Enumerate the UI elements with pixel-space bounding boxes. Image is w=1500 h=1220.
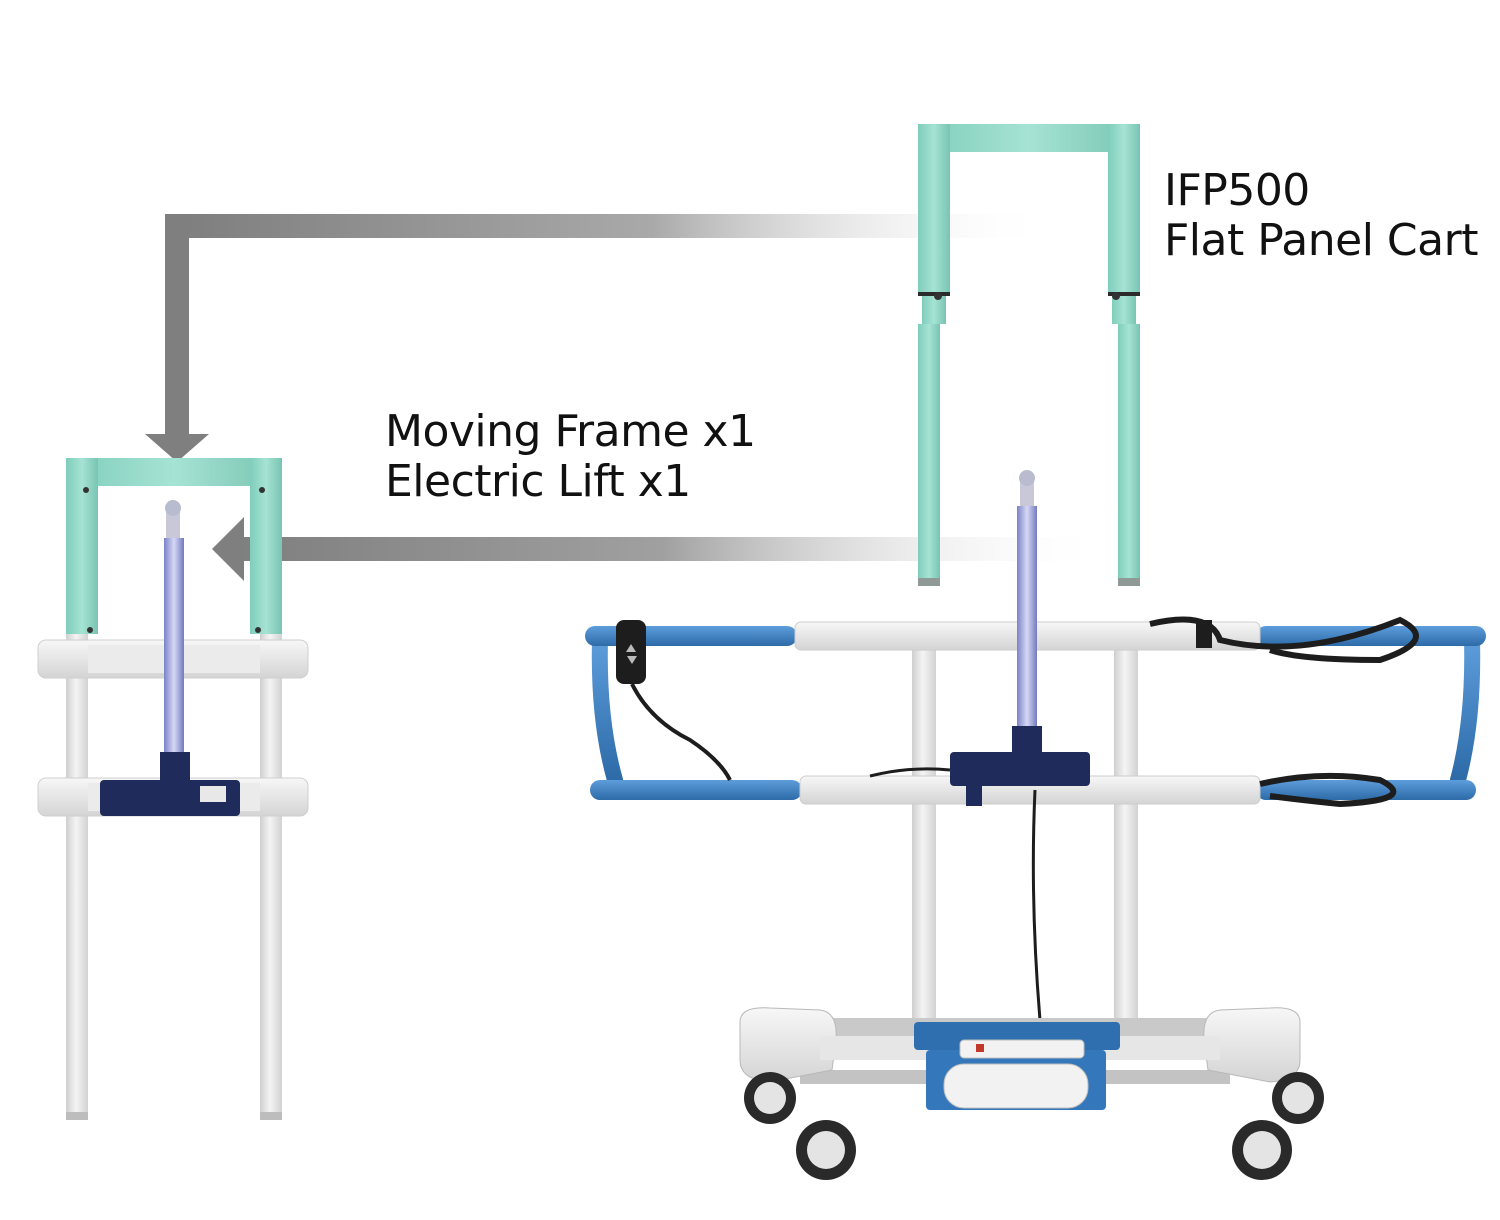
kit-item-electric-lift: Electric Lift x1 <box>385 456 691 507</box>
arrow-left-icon <box>212 517 244 581</box>
product-label: IFP500 Flat Panel Cart <box>1164 166 1478 266</box>
kit-item-moving-frame: Moving Frame x1 <box>385 406 756 457</box>
arrow-down-icon <box>145 434 209 462</box>
arrow-top-connector <box>145 214 1050 462</box>
kit-contents-label: Moving Frame x1 Electric Lift x1 <box>385 407 756 507</box>
flat-panel-cart <box>585 124 1486 1180</box>
product-model: IFP500 <box>1164 165 1310 216</box>
arrow-middle-connector <box>212 517 1110 581</box>
moving-frame-assembly <box>37 458 309 1120</box>
product-name: Flat Panel Cart <box>1164 215 1478 266</box>
caster-wheels <box>744 1072 1324 1180</box>
